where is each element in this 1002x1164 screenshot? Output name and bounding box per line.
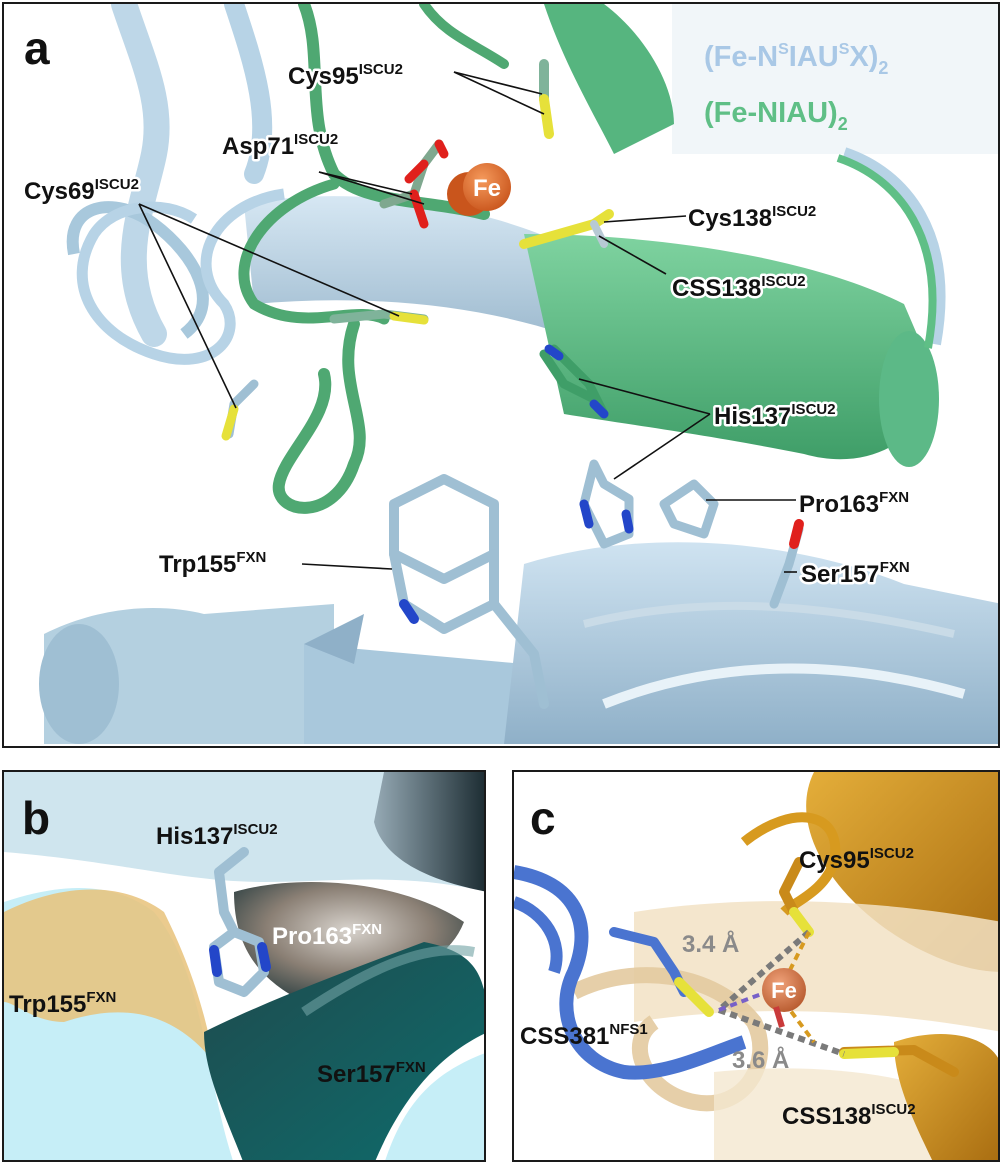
label-trp155: Trp155FXN <box>159 549 266 578</box>
label-asp71: Asp71ISCU2 <box>222 131 338 160</box>
label-cys138: Cys138ISCU2 <box>688 203 816 232</box>
panel-letter-c: c <box>530 792 556 844</box>
panel-letter-b: b <box>22 792 50 844</box>
trp155-surface <box>4 889 214 1062</box>
fxn-beta-sheet <box>39 542 998 744</box>
fxn-surface-right <box>385 1053 484 1160</box>
label-cys95: Cys95ISCU2 <box>799 845 914 874</box>
legend: (Fe-NSIAUSX)2 (Fe-NIAU)2 <box>704 41 888 134</box>
legend-entry-niau: (Fe-NIAU)2 <box>704 97 848 134</box>
panel-b: b His137ISCU2 Pro163FXN Trp155FXN Ser157… <box>2 770 486 1162</box>
panel-a: Fe a (Fe-NSIAUSX)2 (Fe-NIAU)2 <box>2 2 1000 748</box>
residue-sticks <box>221 59 804 709</box>
label-cys69: Cys69ISCU2 <box>24 176 139 205</box>
label-trp155: Trp155FXN <box>9 989 116 1018</box>
ser157-surface <box>204 942 484 1160</box>
panel-b-surface: b His137ISCU2 Pro163FXN Trp155FXN Ser157… <box>4 772 484 1160</box>
label-css138: CSS138ISCU2 <box>672 273 806 302</box>
distance-label-3-6: 3.6 Å <box>732 1046 789 1074</box>
distance-bonds <box>717 929 845 1057</box>
residue-labels: Cys95ISCU2 Asp71ISCU2 Cys69ISCU2 Cys138I… <box>22 59 913 591</box>
label-css138: CSS138ISCU2 <box>782 1101 916 1130</box>
panel-a-structure: Fe a (Fe-NSIAUSX)2 (Fe-NIAU)2 <box>22 4 998 744</box>
legend-background <box>672 4 998 154</box>
light-blue-backbone <box>66 4 564 347</box>
nfs1-loop <box>514 865 747 1080</box>
panel-c-labels: Cys95ISCU2 CSS381NFS1 CSS138ISCU2 3.4 Å … <box>520 845 916 1130</box>
green-helix <box>524 4 946 467</box>
label-pro163: Pro163FXN <box>272 921 382 950</box>
top-structure <box>4 772 484 892</box>
panel-c: Fe c Cys95ISCU2 CSS381NFS1 CSS138ISCU2 3… <box>512 770 1000 1162</box>
label-ser157: Ser157FXN <box>801 559 910 588</box>
label-css381: CSS381NFS1 <box>520 1021 648 1050</box>
distance-label-3-4: 3.4 Å <box>682 930 739 958</box>
label-his137: His137ISCU2 <box>714 401 836 430</box>
panel-c-sticks <box>609 857 959 1077</box>
svg-text:Fe: Fe <box>771 978 797 1003</box>
his137-stick <box>209 847 271 997</box>
iron-atom: Fe <box>447 163 511 216</box>
panel-b-labels: His137ISCU2 Pro163FXN Trp155FXN Ser157FX… <box>9 821 426 1088</box>
light-blue-loop <box>76 188 285 365</box>
label-pro163: Pro163FXN <box>799 489 909 518</box>
dark-helix <box>374 772 484 892</box>
label-his137: His137ISCU2 <box>156 821 278 850</box>
label-cys95: Cys95ISCU2 <box>288 61 403 90</box>
gold-helix-bottom <box>894 1034 998 1160</box>
panel-c-structure: Fe c Cys95ISCU2 CSS381NFS1 CSS138ISCU2 3… <box>514 772 998 1160</box>
panel-letter-a: a <box>24 22 50 74</box>
iron-atom: Fe <box>762 968 806 1028</box>
svg-text:Fe: Fe <box>473 175 501 202</box>
leader-lines <box>138 71 797 573</box>
legend-entry-nsiausx: (Fe-NSIAUSX)2 <box>704 41 888 78</box>
label-ser157: Ser157FXN <box>317 1059 426 1088</box>
